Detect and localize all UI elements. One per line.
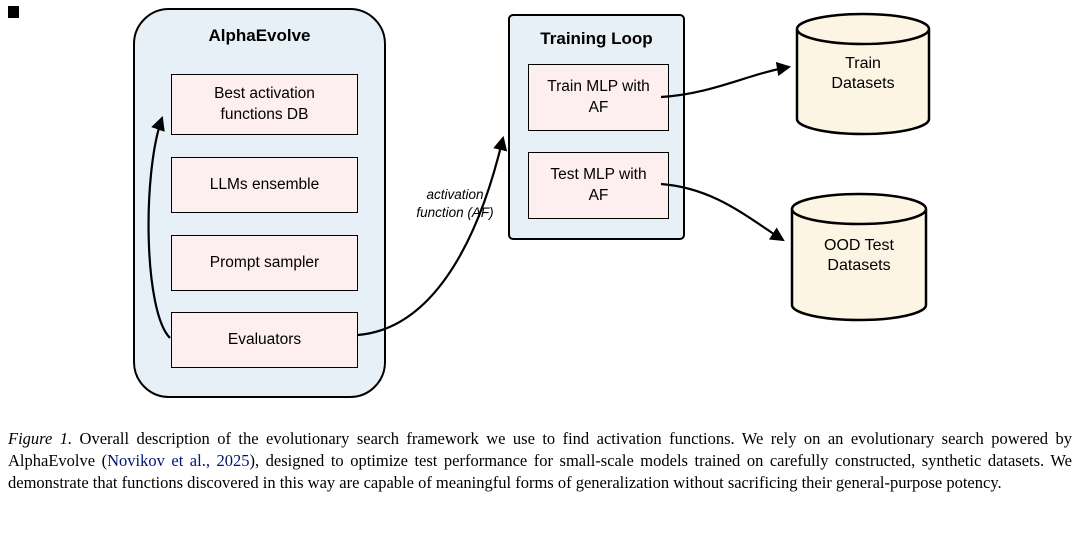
- ood-test-datasets-label: OOD Test Datasets: [824, 237, 894, 274]
- caption-text-after-cite: ), designed to optimize test performance…: [8, 451, 1072, 493]
- database-cylinder-icon: [790, 192, 928, 322]
- training-loop-container: Training Loop Train MLP with AF Test MLP…: [508, 14, 685, 240]
- caption-text-before-cite: Overall description of the evolutionary …: [8, 429, 1072, 471]
- activation-function-edge-label: activation function (AF): [416, 187, 494, 220]
- node-best-activation-functions-db: Best activation functions DB: [171, 74, 358, 135]
- node-train-mlp-with-af: Train MLP with AF: [528, 64, 669, 131]
- train-datasets-label: Train Datasets: [831, 55, 895, 92]
- training-loop-title: Training Loop: [540, 29, 653, 48]
- figure-label: Figure 1.: [8, 429, 73, 448]
- node-prompt-sampler: Prompt sampler: [171, 235, 358, 291]
- alphaevolve-container: AlphaEvolve Best activation functions DB…: [133, 8, 386, 398]
- alphaevolve-title: AlphaEvolve: [208, 26, 311, 45]
- database-cylinder-icon: [795, 12, 931, 136]
- node-llms-ensemble: LLMs ensemble: [171, 157, 358, 213]
- node-evaluators: Evaluators: [171, 312, 358, 368]
- citation-link[interactable]: Novikov et al., 2025: [107, 451, 250, 471]
- figure-caption: Figure 1. Overall description of the evo…: [8, 428, 1072, 494]
- page-corner-mark: [8, 6, 19, 18]
- node-test-mlp-with-af: Test MLP with AF: [528, 152, 669, 219]
